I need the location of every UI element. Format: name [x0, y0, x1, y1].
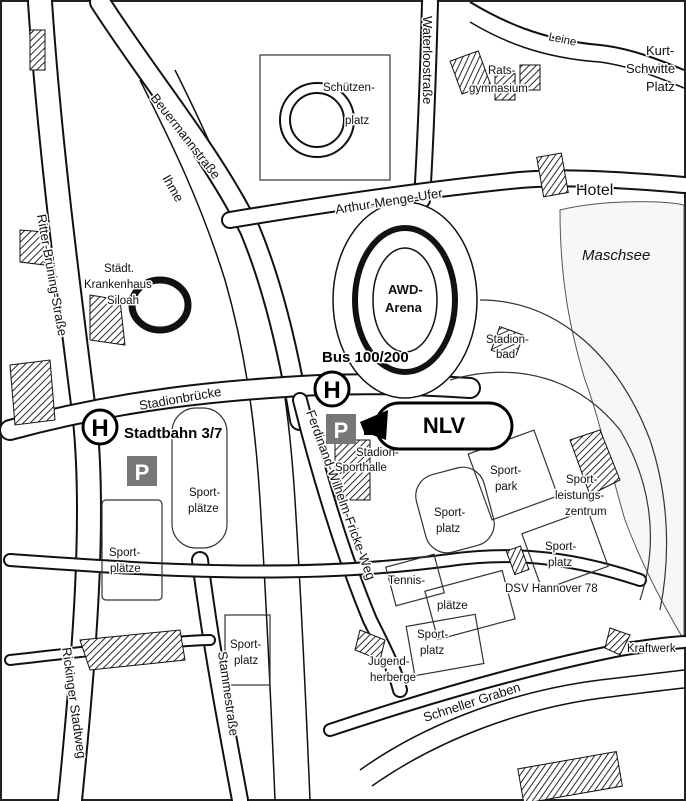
place-label-hotel: Hotel	[576, 182, 613, 199]
parking-icon: P	[334, 418, 349, 443]
place-label-sportplaetze-2a: Sport-	[109, 547, 140, 559]
place-label-stadionbad-2: bad	[496, 349, 515, 361]
place-label-jugendherberge-2: herberge	[370, 672, 416, 684]
schuetzenplatz-ring	[259, 54, 391, 181]
parking-icon: P	[135, 460, 150, 485]
place-label-sportplatz-6b: platz	[420, 645, 445, 657]
place-label-kurt-1: Kurt-	[646, 43, 674, 58]
place-label-sportplaetze-1b: plätze	[188, 503, 219, 515]
place-label-sportpark-2: park	[495, 481, 518, 493]
sports-fields	[101, 407, 609, 686]
place-label-sportplatz-5a: Sport-	[230, 639, 261, 651]
buildings	[9, 29, 631, 801]
sportpark-ring	[449, 371, 652, 601]
bus-stop: H Bus 100/200	[313, 348, 410, 408]
place-label-schuetzenplatz-1: Schützen-	[323, 82, 375, 94]
leine-river	[469, 1, 685, 71]
parking-stadium: P	[326, 414, 356, 444]
place-label-sporthalle-2: Sporthalle	[335, 462, 387, 474]
place-label-sportplatz-4b: platz	[548, 557, 573, 569]
place-label-leistungszentrum-1: Sport-	[566, 474, 597, 486]
place-label-stadionbad-1: Stadion-	[486, 334, 529, 346]
place-label-sportplatz-3b: platz	[436, 523, 461, 535]
tram-stop-label: Stadtbahn 3/7	[124, 425, 222, 442]
place-label-sportplatz-4a: Sport-	[545, 541, 576, 553]
nlv-label: NLV	[423, 413, 466, 438]
krankenhaus-drive	[128, 276, 192, 334]
tram-stop: H Stadtbahn 3/7	[81, 408, 224, 446]
place-label-sportplaetze-2b: plätze	[110, 563, 141, 575]
place-label-leistungszentrum-3: zentrum	[565, 506, 607, 518]
stop-h-icon: H	[91, 415, 108, 442]
place-label-maschsee: Maschsee	[582, 247, 650, 264]
place-label-rats-1: Rats-	[488, 65, 516, 77]
place-label-krankenhaus-3: Siloah	[107, 295, 139, 307]
place-label-tennis-1: Tennis-	[388, 575, 425, 587]
place-label-sportplatz-3a: Sport-	[434, 507, 465, 519]
street-label-waterloostrasse: Waterloostraße	[420, 16, 435, 104]
place-label-jugendherberge-1: Jugend-	[368, 656, 410, 668]
place-label-sporthalle-1: Stadion-	[356, 447, 399, 459]
place-labels: Schützen- platz Rats- gymnasium Kurt- Sc…	[83, 42, 678, 686]
place-label-arena-1: AWD-	[388, 282, 423, 297]
place-label-krankenhaus-1: Städt.	[104, 263, 134, 275]
place-label-krankenhaus-2: Krankenhaus	[84, 279, 152, 291]
maschsee-lake	[559, 201, 685, 642]
ihme-river	[139, 79, 276, 801]
place-label-arena-2: Arena	[385, 300, 423, 315]
place-label-rats-2: gymnasium	[469, 83, 528, 95]
place-label-sportpark-1: Sport-	[490, 465, 521, 477]
place-label-sportplatz-6a: Sport-	[417, 629, 448, 641]
awd-arena	[332, 201, 478, 399]
place-label-sportplaetze-1a: Sport-	[189, 487, 220, 499]
nlv-callout: NLV	[360, 401, 514, 451]
stop-h-icon: H	[323, 377, 340, 404]
bus-stop-label: Bus 100/200	[322, 349, 409, 366]
place-label-sportplatz-5b: platz	[234, 655, 259, 667]
place-label-kraftwerk: Kraftwerk	[627, 643, 676, 655]
place-label-kurt-3: Platz	[646, 79, 675, 94]
place-label-leistungszentrum-2: leistungs-	[555, 490, 604, 502]
place-label-tennis-2: plätze	[437, 600, 468, 612]
schneller-graben-channel	[359, 669, 685, 771]
place-label-dsv: DSV Hannover 78	[505, 583, 598, 595]
place-label-schuetzenplatz-2: platz	[345, 115, 370, 127]
parking-tram-stop: P	[127, 456, 157, 486]
place-label-kurt-2: Schwitte	[626, 61, 675, 76]
